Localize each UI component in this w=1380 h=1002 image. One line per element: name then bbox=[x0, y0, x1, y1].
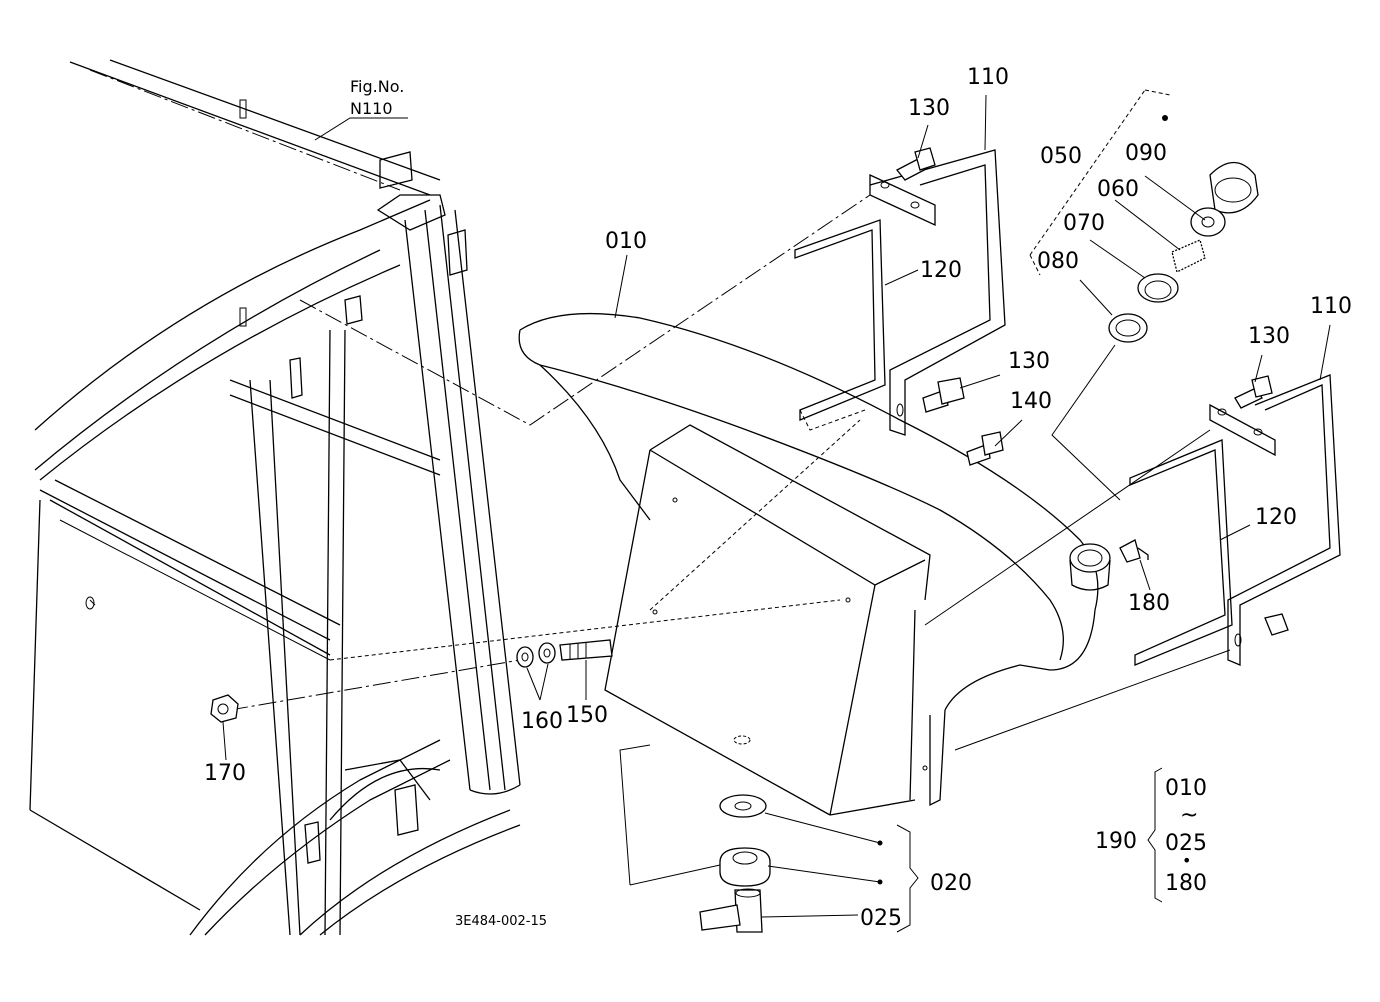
part-label-010: 010 bbox=[605, 229, 647, 254]
part-label-180: 180 bbox=[1128, 591, 1170, 616]
part-label-025: 025 bbox=[860, 906, 902, 931]
part-label-110-right: 110 bbox=[1310, 294, 1352, 319]
part-label-130-right: 130 bbox=[1248, 324, 1290, 349]
assembly-range-start: 010 bbox=[1165, 776, 1207, 801]
part-label-020: 020 bbox=[930, 871, 972, 896]
part-label-070: 070 bbox=[1063, 211, 1105, 236]
part-label-130-middle: 130 bbox=[1008, 349, 1050, 374]
part-label-150: 150 bbox=[566, 703, 608, 728]
assembly-range-sep: ~ bbox=[1180, 803, 1198, 828]
part-label-140: 140 bbox=[1010, 389, 1052, 414]
fuel-tank bbox=[518, 312, 1111, 816]
bracket-set-upper bbox=[794, 147, 1006, 466]
part-label-120-upper: 120 bbox=[920, 258, 962, 283]
drawing-code: 3E484-002-15 bbox=[455, 914, 547, 929]
frame-structure bbox=[29, 59, 871, 936]
part-label-060: 060 bbox=[1097, 177, 1139, 202]
small-parts bbox=[210, 539, 1149, 933]
part-label-110-upper: 110 bbox=[967, 65, 1009, 90]
assembly-note: 190 010 ~ 025 • 180 bbox=[1095, 767, 1207, 903]
part-label-080: 080 bbox=[1037, 249, 1079, 274]
leader-lines bbox=[222, 94, 1331, 933]
assembly-range-end: 025 bbox=[1165, 831, 1207, 856]
assembly-number: 190 bbox=[1095, 829, 1137, 854]
part-label-170: 170 bbox=[204, 761, 246, 786]
assembly-plus-item: 180 bbox=[1165, 871, 1207, 896]
fig-ref-label: Fig.No. bbox=[350, 77, 404, 96]
part-label-160: 160 bbox=[521, 709, 563, 734]
bracket-set-right bbox=[1129, 374, 1341, 666]
part-label-130-top: 130 bbox=[908, 96, 950, 121]
assembly-plus-sep: • bbox=[1182, 851, 1191, 870]
part-label-050: 050 bbox=[1040, 144, 1082, 169]
part-label-120-right: 120 bbox=[1255, 505, 1297, 530]
fig-ref-value: N110 bbox=[350, 99, 393, 118]
cap-assembly bbox=[1029, 89, 1259, 343]
part-label-090: 090 bbox=[1125, 141, 1167, 166]
